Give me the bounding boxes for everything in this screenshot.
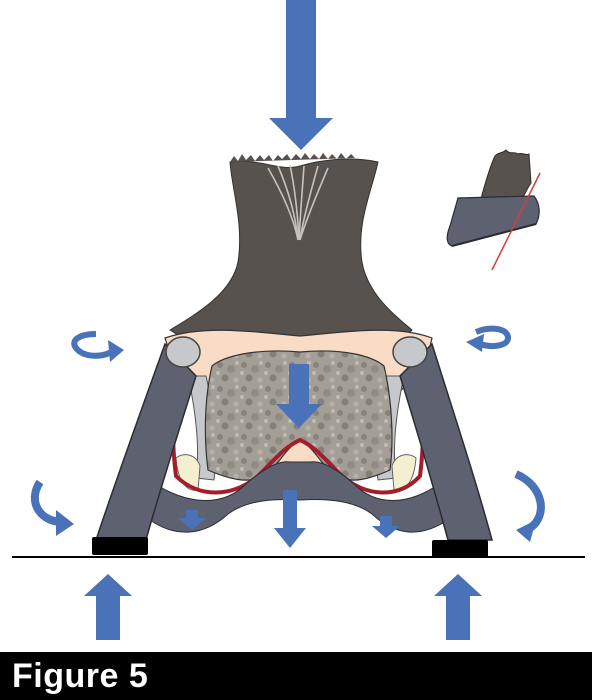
inner-load-arrow [276, 364, 322, 428]
heel-pad-left [92, 537, 148, 555]
sole-arrow-center [274, 490, 306, 548]
ground-reaction-arrow-right [434, 574, 482, 640]
sesamoid-bone-right [392, 336, 428, 368]
central-sulcus-lines [267, 164, 329, 241]
ground-reaction-arrow-left [84, 574, 132, 640]
sole-arrow-left [178, 510, 206, 530]
heel-pad-right [432, 540, 488, 557]
rotation-arrow-lower-right [514, 470, 545, 542]
figure-label: Figure 5 [12, 657, 149, 695]
inset-section-line [491, 172, 541, 271]
rotation-arrow-lower-left [30, 479, 74, 536]
figure-caption-bar: Figure 5 [0, 652, 592, 700]
sole-arrow-right [372, 516, 400, 538]
rotation-arrow-upper-left [71, 331, 124, 362]
sesamoid-bone-left [165, 336, 201, 368]
hoof-compression-diagram [12, 0, 585, 640]
hoof-inner-structures [149, 329, 449, 533]
pastern-skin [169, 158, 413, 345]
pastern-fringe [230, 153, 355, 162]
rotation-arrow-upper-right [466, 325, 512, 352]
inset-hoof-thumbnail [446, 149, 540, 247]
top-load-arrow [269, 0, 333, 150]
